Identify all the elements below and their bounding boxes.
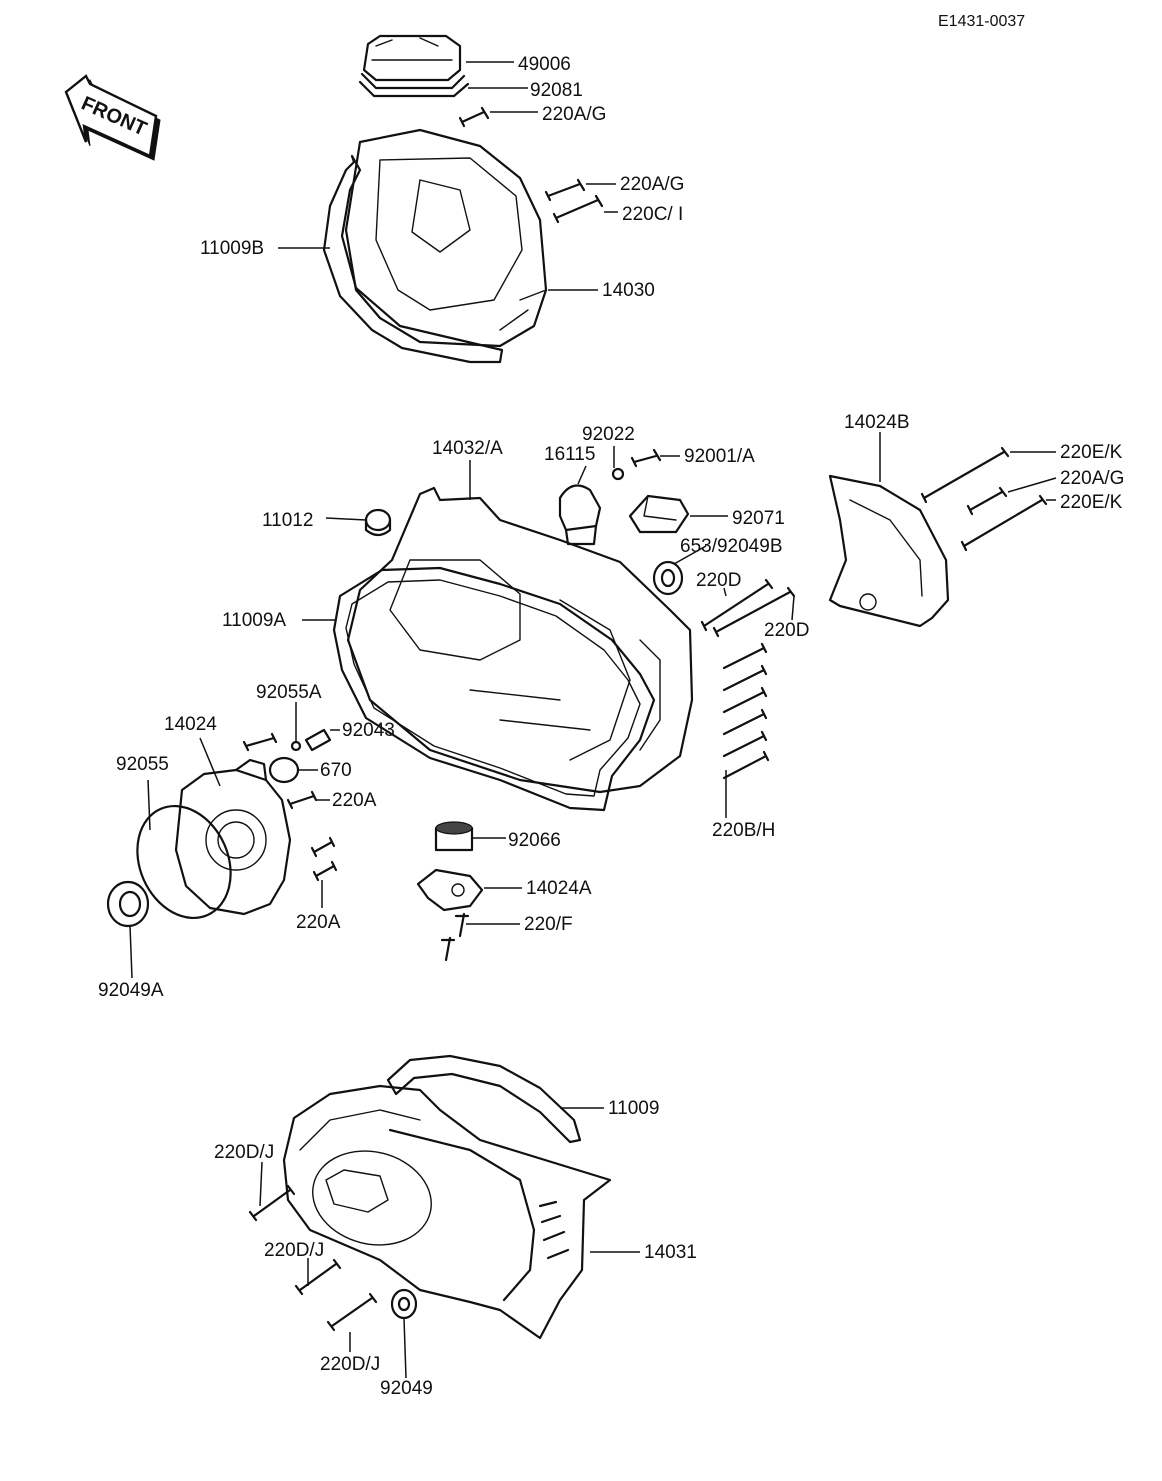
bolt-220d-1 <box>700 578 774 632</box>
gasket-11009a-inner <box>345 579 641 797</box>
bolt-220dj-3 <box>326 1292 378 1332</box>
label-670: 670 <box>320 760 352 781</box>
label-11009: 11009 <box>608 1098 659 1119</box>
cover-14031 <box>282 1084 612 1340</box>
bolts-220bh <box>722 642 770 780</box>
filter-92066 <box>434 821 474 852</box>
label-14024: 14024 <box>164 714 217 735</box>
label-220ek-1: 220E/K <box>1060 442 1123 463</box>
label-220d-1: 220D <box>696 570 741 591</box>
oil-filler-cap-16115 <box>558 484 602 546</box>
label-220a-2: 220A <box>296 912 341 933</box>
bolt-220dj-2 <box>294 1258 342 1296</box>
washer-92055a <box>290 740 302 752</box>
label-92055: 92055 <box>116 754 169 775</box>
label-220bh: 220B/H <box>712 820 775 841</box>
bolt-220ek-2 <box>960 494 1048 552</box>
cap-92071 <box>628 494 690 534</box>
label-11012: 11012 <box>262 510 313 531</box>
label-14024b: 14024B <box>844 412 910 433</box>
label-220f: 220/F <box>524 914 573 935</box>
label-11009b: 11009B <box>200 238 264 259</box>
label-92043: 92043 <box>342 720 395 741</box>
label-220dj-1: 220D/J <box>214 1142 274 1163</box>
label-220ag-3: 220A/G <box>1060 468 1124 489</box>
label-14024a: 14024A <box>526 878 592 899</box>
label-92049a: 92049A <box>98 980 164 1001</box>
label-49006: 49006 <box>518 54 571 75</box>
cover-14024b <box>828 474 950 628</box>
label-653-92049b: 653/92049B <box>680 536 783 557</box>
bolt-220a-1 <box>286 790 318 810</box>
cover-14030 <box>344 128 548 348</box>
label-220dj-3: 220D/J <box>320 1354 380 1375</box>
label-14032a: 14032/A <box>432 438 503 459</box>
gasket-11009 <box>386 1054 582 1144</box>
label-92022: 92022 <box>582 424 635 445</box>
label-92071: 92071 <box>732 508 785 529</box>
bolt-92043-stem <box>242 732 278 752</box>
fitting-92043 <box>304 728 332 752</box>
label-92049: 92049 <box>380 1378 433 1399</box>
inspection-cap-49006 <box>360 34 466 90</box>
label-16115: 16115 <box>544 444 595 465</box>
bolt-220a-3 <box>312 860 338 882</box>
gasket-11009b <box>322 154 504 364</box>
washer-92049 <box>390 1288 418 1320</box>
bolt-220ag-3 <box>966 486 1008 516</box>
label-14030: 14030 <box>602 280 655 301</box>
oil-seal-92049a <box>106 880 150 928</box>
label-92001a: 92001/A <box>684 446 755 467</box>
label-14031: 14031 <box>644 1242 697 1263</box>
label-220ag-1: 220A/G <box>542 104 606 125</box>
bolt-92001a <box>630 448 662 468</box>
front-direction-arrow: FRONT <box>64 74 161 161</box>
label-220ci: 220C/ I <box>622 204 683 225</box>
cover-14024 <box>174 758 292 916</box>
diagram-reference-code: E1431-0037 <box>938 13 1025 30</box>
label-92055a: 92055A <box>256 682 322 703</box>
bolt-220ci <box>552 194 604 224</box>
bracket-14024a <box>416 868 484 912</box>
label-220dj-2: 220D/J <box>264 1240 324 1261</box>
bolt-220ek-1 <box>920 446 1010 504</box>
bolt-220ag-top <box>458 106 490 128</box>
oil-seal-653-92049b <box>652 560 684 596</box>
label-92081: 92081 <box>530 80 583 101</box>
washer-92022 <box>611 467 625 481</box>
label-92066: 92066 <box>508 830 561 851</box>
o-ring-92055 <box>136 804 232 920</box>
bolt-220ag-mid <box>544 178 586 202</box>
label-220a-1: 220A <box>332 790 377 811</box>
bolt-220f-1 <box>454 912 470 938</box>
crankcase-cover-14032a <box>346 486 694 794</box>
label-220d-2: 220D <box>764 620 809 641</box>
bolt-220d-2 <box>712 586 796 638</box>
label-11009a: 11009A <box>222 610 286 631</box>
oil-plug-11012 <box>364 508 392 537</box>
label-220ek-2: 220E/K <box>1060 492 1123 513</box>
o-ring-670 <box>268 756 300 784</box>
bolt-220a-2 <box>310 836 336 858</box>
bolt-220dj-1 <box>248 1184 296 1222</box>
gasket-92081 <box>358 80 470 98</box>
gasket-11009a <box>332 566 656 812</box>
label-220ag-2: 220A/G <box>620 174 684 195</box>
bolt-220f-2 <box>440 936 456 962</box>
